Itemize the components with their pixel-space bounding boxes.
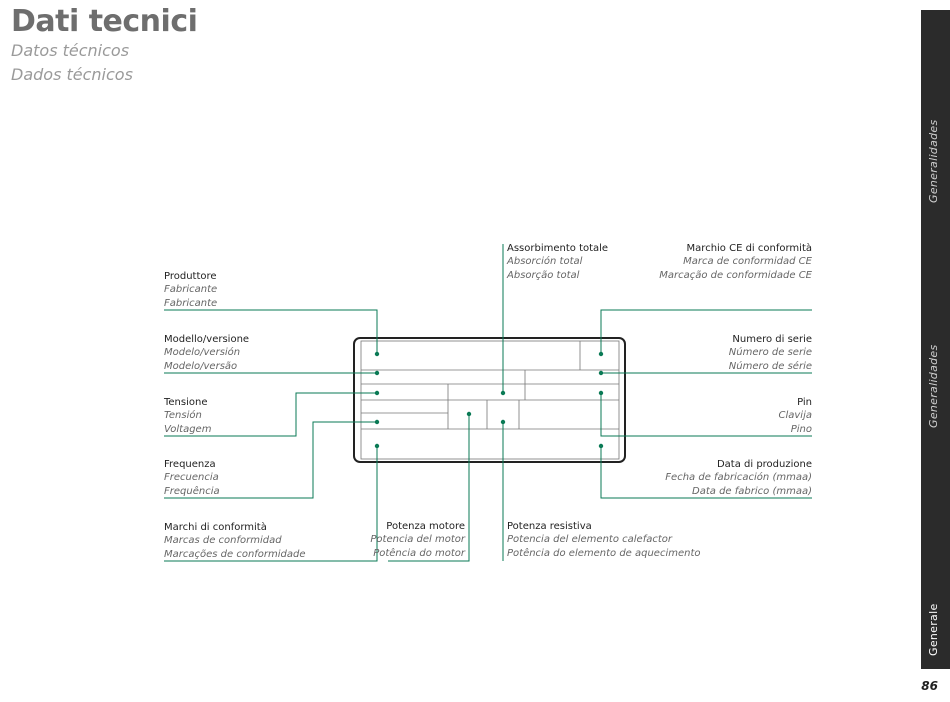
label-es: Marca de conformidad CE: [683, 256, 812, 268]
label-it: Potenza resistiva: [507, 521, 592, 532]
label-es: Potencia del elemento calefactor: [507, 534, 672, 546]
leader-produttore: [164, 309, 378, 354]
label-it: Frequenza: [164, 459, 216, 470]
label-it: Pin: [797, 397, 812, 408]
label-pt: Voltagem: [164, 423, 212, 435]
label-es: Marcas de conformidad: [164, 535, 282, 547]
label-it: Potenza motore: [386, 521, 465, 532]
label-it: Produttore: [164, 271, 217, 282]
label-es: Frecuencia: [164, 472, 219, 484]
leader-potenza-motore: [388, 414, 470, 562]
label-frequenza: Frequenza Frecuencia Frequência: [164, 458, 220, 498]
leader-pin: [600, 393, 812, 437]
label-pt: Número de série: [728, 360, 812, 372]
rating-plate-outer: [353, 337, 626, 463]
label-pt: Frequência: [164, 485, 220, 497]
leader-frequenza: [164, 421, 377, 499]
label-it: Marchio CE di conformità: [686, 243, 812, 254]
label-pt: Data de fabrico (mmaa): [692, 485, 812, 497]
label-es: Fecha de fabricación (mmaa): [665, 472, 812, 484]
label-es: Absorción total: [507, 256, 583, 268]
label-it: Assorbimento totale: [507, 243, 609, 254]
leader-dots: [374, 351, 604, 449]
leader-data-produzione: [600, 446, 812, 499]
label-es: Número de serie: [728, 347, 812, 359]
label-pt: Pino: [790, 423, 812, 435]
rating-plate-grid: [361, 341, 619, 430]
label-pt: Potência do elemento de aquecimento: [507, 547, 701, 559]
label-potenza-motore: Potenza motore Potencia del motor Potênc…: [370, 520, 465, 560]
label-assorbimento: Assorbimento totale Absorción total Abso…: [507, 242, 608, 282]
label-es: Clavija: [778, 410, 813, 422]
label-es: Modelo/versión: [164, 347, 241, 359]
page-number: 86: [921, 679, 938, 693]
label-pt: Potência do motor: [373, 547, 465, 559]
leader-tensione: [164, 392, 377, 437]
label-pt: Absorção total: [507, 269, 580, 281]
label-marchi: Marchi di conformità Marcas de conformid…: [164, 521, 306, 561]
section-sidebar: Generalidades Generalidades Generale: [921, 10, 950, 669]
label-it: Marchi di conformità: [164, 522, 267, 533]
label-it: Numero di serie: [732, 334, 812, 345]
label-pt: Marcação de conformidade CE: [659, 269, 812, 281]
label-potenza-resistiva: Potenza resistiva Potencia del elemento …: [507, 520, 701, 560]
leader-lines: [164, 244, 812, 562]
label-produttore: Produttore Fabricante Fabricante: [164, 270, 217, 310]
label-es: Potencia del motor: [370, 534, 465, 546]
label-marchio-ce: Marchio CE di conformità Marca de confor…: [659, 242, 812, 282]
label-data-produzione: Data di produzione Fecha de fabricación …: [665, 458, 812, 498]
label-modello: Modello/versione Modelo/versión Modelo/v…: [164, 333, 249, 373]
label-tensione: Tensione Tensión Voltagem: [164, 396, 211, 436]
page-title: Dati tecnici: [11, 4, 198, 39]
leader-marchi: [164, 446, 378, 562]
page-subtitle-es: Datos técnicos: [11, 41, 130, 60]
label-es: Tensión: [164, 410, 202, 422]
label-pt: Marcações de conformidade: [164, 548, 306, 560]
label-es: Fabricante: [164, 284, 218, 296]
label-it: Data di produzione: [716, 459, 812, 470]
label-pt: Modelo/versão: [164, 360, 238, 372]
label-numero-serie: Numero di serie Número de serie Número d…: [729, 333, 812, 373]
label-it: Tensione: [164, 397, 208, 408]
page-subtitle-pt: Dados técnicos: [11, 65, 133, 84]
leader-marchio-ce: [600, 309, 812, 354]
label-it: Modello/versione: [164, 334, 250, 345]
label-pt: Fabricante: [164, 297, 218, 309]
label-pin: Pin Clavija Pino: [779, 396, 813, 436]
